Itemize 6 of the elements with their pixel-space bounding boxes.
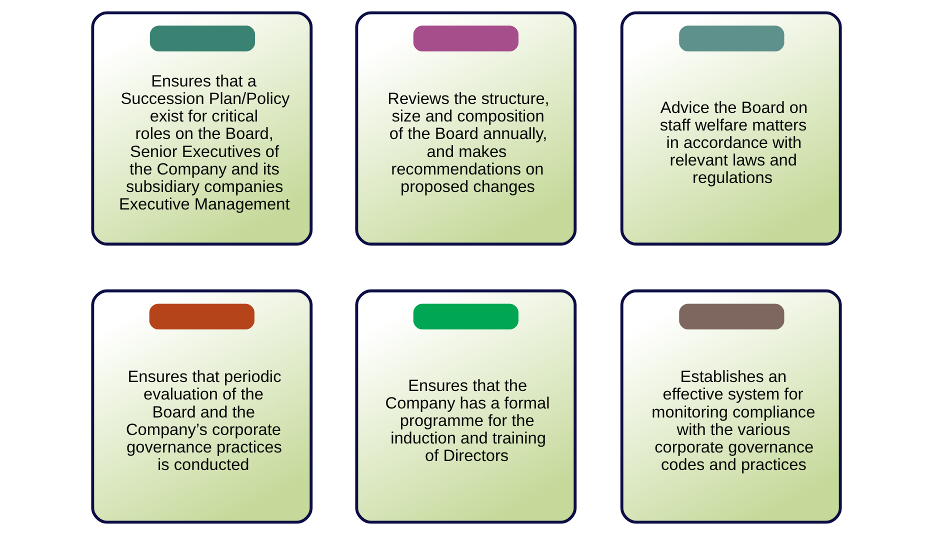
node-box: Ensures that a Succession Plan/Policy exist for critical roles on the Board, Senior Executives of the Company and its subsidiary companies Executive Management: [91, 11, 313, 246]
node-box: Ensures that periodic evaluation of the Board and the Company’s corporate governance practices is conducted: [91, 289, 313, 524]
node-box: Advice the Board on staff welfare matters in accordance with relevant laws and regulations: [620, 11, 842, 246]
node-box: Ensures that the Company has a formal programme for the induction and training of Directors: [355, 289, 577, 524]
node-box: Establishes an effective system for monitoring compliance with the various corporate governance codes and practices: [620, 289, 842, 524]
node-box: Reviews the structure, size and composition of the Board annually, and makes recommendations on proposed changes: [355, 11, 577, 246]
